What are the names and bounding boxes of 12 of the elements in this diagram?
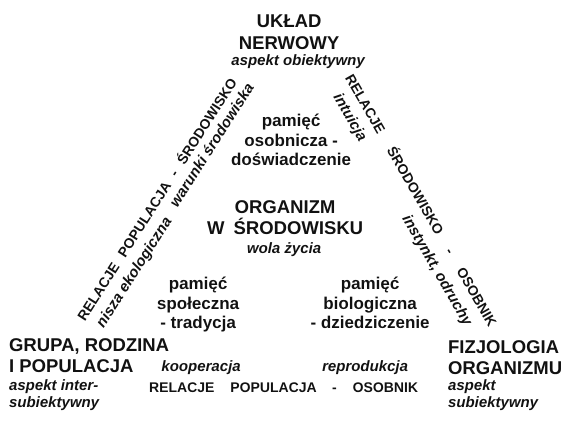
memory-label: pamięć społeczna - tradycja <box>156 274 240 332</box>
corner-heading: UKŁAD NERWOWY <box>238 10 340 54</box>
aspect-note: aspekt inter-subiektywny <box>9 378 100 411</box>
memory-label: pamięć biologiczna - dziedziczenie <box>310 274 430 332</box>
aspect-note: aspekt obiektywny <box>231 53 365 70</box>
center-note: reprodukcja <box>322 358 408 375</box>
center-note: kooperacja <box>161 358 241 375</box>
corner-heading: FIZJOLOGIA ORGANIZMU <box>448 336 562 378</box>
center-note: wola życia <box>246 240 322 257</box>
bottom-relation-label: RELACJE POPULACJA - OSOBNIK <box>149 379 418 395</box>
center-heading: ORGANIZM W ŚRODOWISKU <box>206 196 364 238</box>
aspect-note: aspekt subiektywny <box>448 378 538 411</box>
